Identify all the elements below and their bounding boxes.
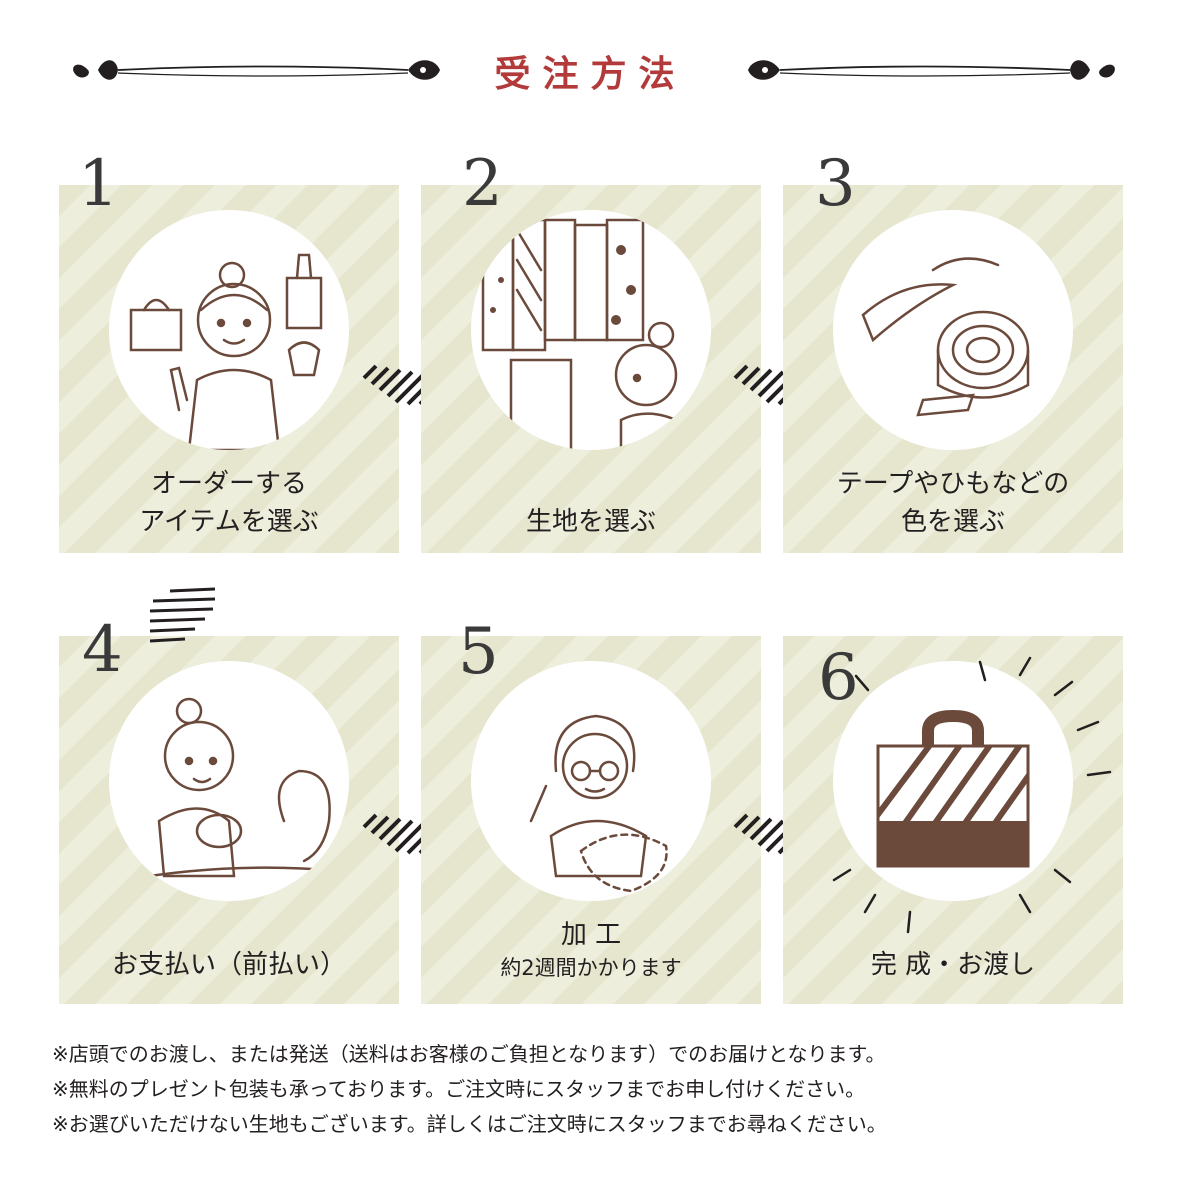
step-3-line-2: 色を選ぶ: [900, 507, 1005, 537]
tape-roll-icon: [861, 257, 1030, 417]
step-panel-5: 加 工 約2週間かかります: [421, 636, 761, 1004]
step-panel-2: 生地を選ぶ: [421, 185, 761, 553]
scribble-mark-icon: [149, 587, 216, 643]
step-illustration-2: [471, 210, 711, 450]
step-1-line-1: オーダーする: [150, 469, 307, 499]
step-number-5: 5: [458, 615, 499, 689]
page-title: 受注方法: [494, 53, 687, 95]
step-illustration-5: [471, 661, 711, 901]
step-illustration-6: [833, 661, 1073, 901]
sparkle-lines-icon: [832, 656, 1112, 934]
step-3-line-1: テープやひもなどの: [836, 469, 1070, 499]
girl-with-bags-icon: [129, 253, 323, 450]
step-illustration-1: [109, 210, 349, 450]
notes-section: ※店頭でのお渡し、または発送（送料はお客様のご負担となります）でのお届けとなりま…: [52, 1037, 1142, 1142]
note-line-2: ※無料のプレゼント包装も承っております。ご注文時にスタッフまでお申し付けください…: [52, 1077, 866, 1101]
note-line-3: ※お選びいただけない生地もございます。詳しくはご注文時にスタッフまでお尋ねくださ…: [52, 1112, 887, 1136]
step-panel-3: テープやひもなどの 色を選ぶ: [783, 185, 1123, 553]
step-6-line-1: 完 成・お渡し: [870, 950, 1036, 980]
step-number-3: 3: [815, 147, 856, 221]
step-illustration-3: [833, 210, 1073, 450]
fabric-shelf-icon: [481, 218, 688, 450]
step-4-line-1: お支払い（前払い）: [111, 950, 346, 980]
step-panel-1: オーダーする アイテムを選ぶ: [59, 185, 399, 553]
step-illustration-4: [109, 661, 349, 901]
step-number-4: 4: [82, 613, 123, 687]
step-2-line-1: 生地を選ぶ: [525, 507, 656, 537]
step-number-1: 1: [78, 147, 119, 221]
step-panel-4: お支払い（前払い）: [59, 636, 399, 1004]
payment-icon: [117, 697, 341, 883]
finished-bag-icon: [876, 709, 1030, 868]
sewing-icon: [529, 714, 668, 893]
right-ornament-icon: [748, 60, 1115, 80]
step-number-6: 6: [818, 641, 859, 715]
step-1-line-2: アイテムを選ぶ: [139, 507, 319, 537]
step-5-sub: 約2週間かかります: [500, 956, 682, 980]
left-ornament-icon: [73, 60, 440, 80]
step-5-line-1: 加 工: [560, 920, 622, 950]
step-number-2: 2: [462, 147, 503, 221]
step-panel-6: 完 成・お渡し: [783, 636, 1123, 1004]
note-line-1: ※店頭でのお渡し、または発送（送料はお客様のご負担となります）でのお届けとなりま…: [52, 1042, 886, 1066]
